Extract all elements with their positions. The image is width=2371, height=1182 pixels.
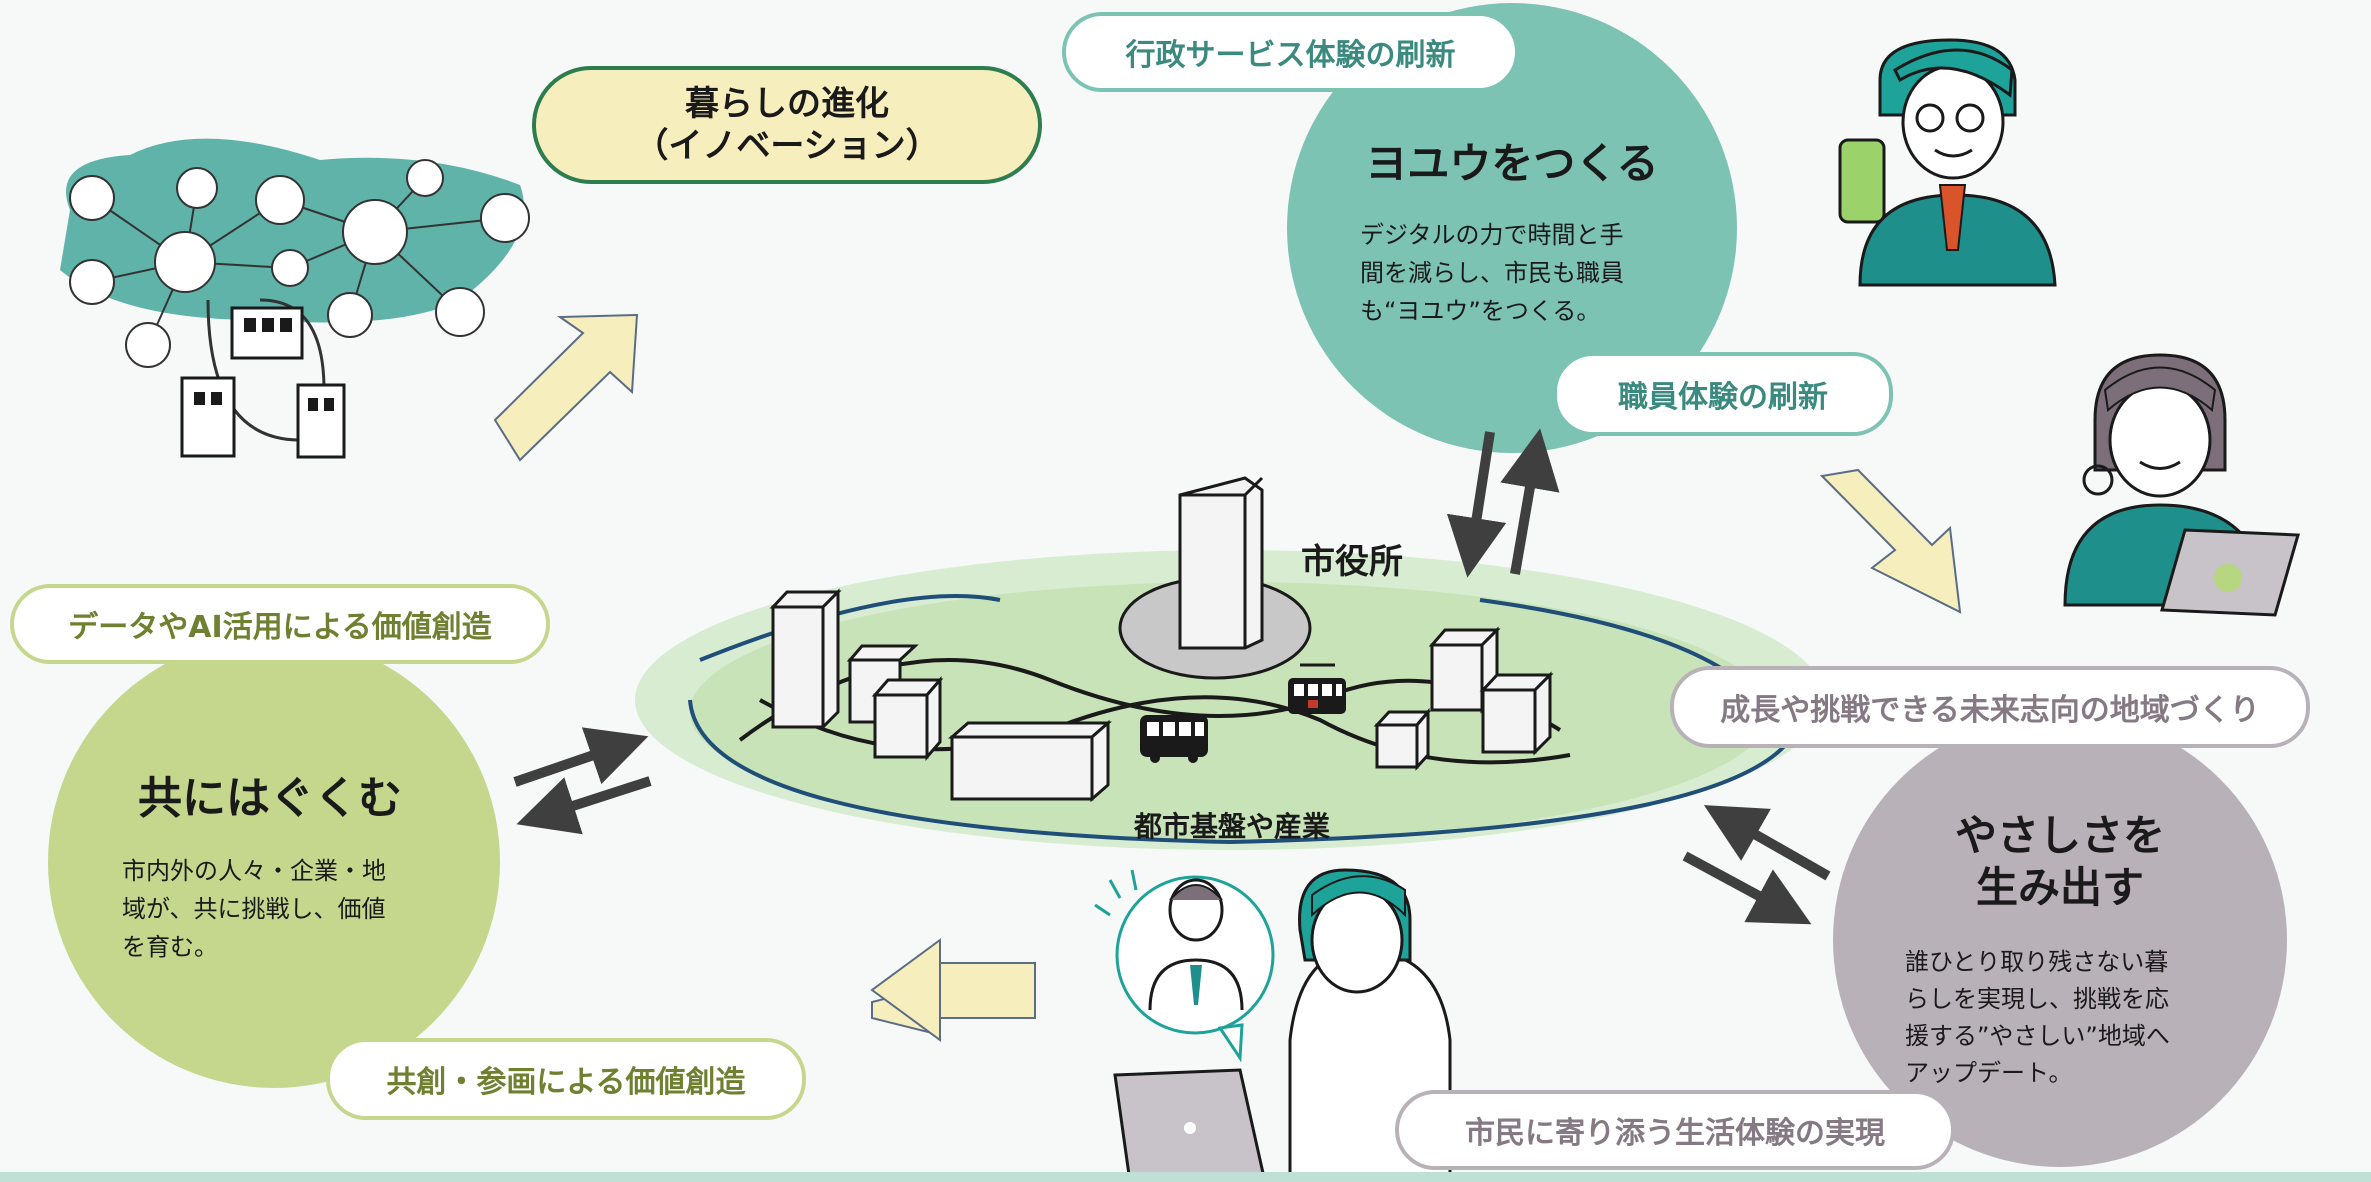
cityhall-building — [1118, 476, 1312, 680]
laptop-woman-icon — [2063, 353, 2300, 617]
yoyu-body-line: も“ヨユウ”をつくる。 — [1360, 297, 1601, 325]
yasashisa-body-line: アップデート。 — [1905, 1059, 2073, 1087]
hagukumu-circle — [48, 636, 500, 1088]
yoyu-staff-tag: 職員体験の刷新 — [1553, 352, 1893, 436]
arrows-city-yasashisa — [1682, 805, 1831, 925]
hagukumu-body: 市内外の人々・企業・地 域が、共に挑戦し、価値 を育む。 — [122, 852, 442, 966]
yasashisa-title-line: やさしさを — [1954, 811, 2165, 860]
tram-icon — [1288, 663, 1346, 714]
yasashisa-body: 誰ひとり取り残さない暮 らしを実現し、挑戦を応 援する”やさしい”地域へ アップ… — [1905, 944, 2205, 1092]
bus-icon — [1140, 715, 1208, 763]
yasashisa-circle — [1833, 713, 2287, 1167]
yasashisa-title-line: 生み出す — [1975, 863, 2144, 912]
innovation-box: 暮らしの進化 （イノベーション） — [532, 66, 1042, 184]
yasashisa-citizen-tag: 市民に寄り添う生活体験の実現 — [1395, 1090, 1955, 1170]
yasashisa-tag: 成長や挑戦できる未来志向の地域づくり — [1670, 666, 2310, 748]
city-buildings — [769, 588, 1554, 803]
yoyu-circle — [1287, 3, 1737, 453]
bottom-band — [0, 1172, 2371, 1182]
arrow-to-innovation — [493, 313, 639, 462]
infra-label: 都市基盤や産業 — [1133, 810, 1330, 843]
cityhall-label: 市役所 — [1301, 542, 1403, 582]
yasashisa-body-line: 誰ひとり取り残さない暮 — [1905, 948, 2169, 976]
hagukumu-title: 共にはぐくむ — [138, 773, 402, 824]
hagukumu-body-line: 域が、共に挑戦し、価値 — [122, 895, 386, 923]
arrows-city-hagukumu — [513, 727, 652, 835]
hagukumu-tag: データやAI活用による価値創造 — [10, 584, 550, 664]
yoyu-title: ヨユウをつくる — [1365, 139, 1659, 188]
innovation-subtitle: （イノベーション） — [634, 126, 940, 166]
yasashisa-title: やさしさを 生み出す — [1860, 810, 2260, 914]
innovation-title: 暮らしの進化 — [685, 84, 889, 124]
arrow-to-yasashisa — [1819, 468, 1962, 614]
cream-arrows — [493, 313, 1962, 1042]
arrows-cityhall-yoyu — [1446, 428, 1560, 578]
hagukumu-body-line: を育む。 — [122, 933, 218, 961]
yoyu-body: デジタルの力で時間と手 間を減らし、市民も職員 も“ヨユウ”をつくる。 — [1360, 216, 1660, 330]
yasashisa-body-line: らしを実現し、挑戦を応 — [1905, 985, 2169, 1013]
hagukumu-cocreation-tag: 共創・参画による価値創造 — [326, 1038, 806, 1120]
yoyu-tag: 行政サービス体験の刷新 — [1062, 12, 1519, 92]
network-icon — [60, 138, 530, 459]
yasashisa-body-line: 援する”やさしい”地域へ — [1905, 1022, 2170, 1050]
doctor-consult-icon — [1094, 869, 1275, 1063]
yoyu-body-line: デジタルの力で時間と手 — [1360, 221, 1624, 249]
hagukumu-body-line: 市内外の人々・企業・地 — [122, 857, 386, 885]
yoyu-body-line: 間を減らし、市民も職員 — [1360, 259, 1624, 287]
phone-man-icon — [1838, 38, 2057, 287]
